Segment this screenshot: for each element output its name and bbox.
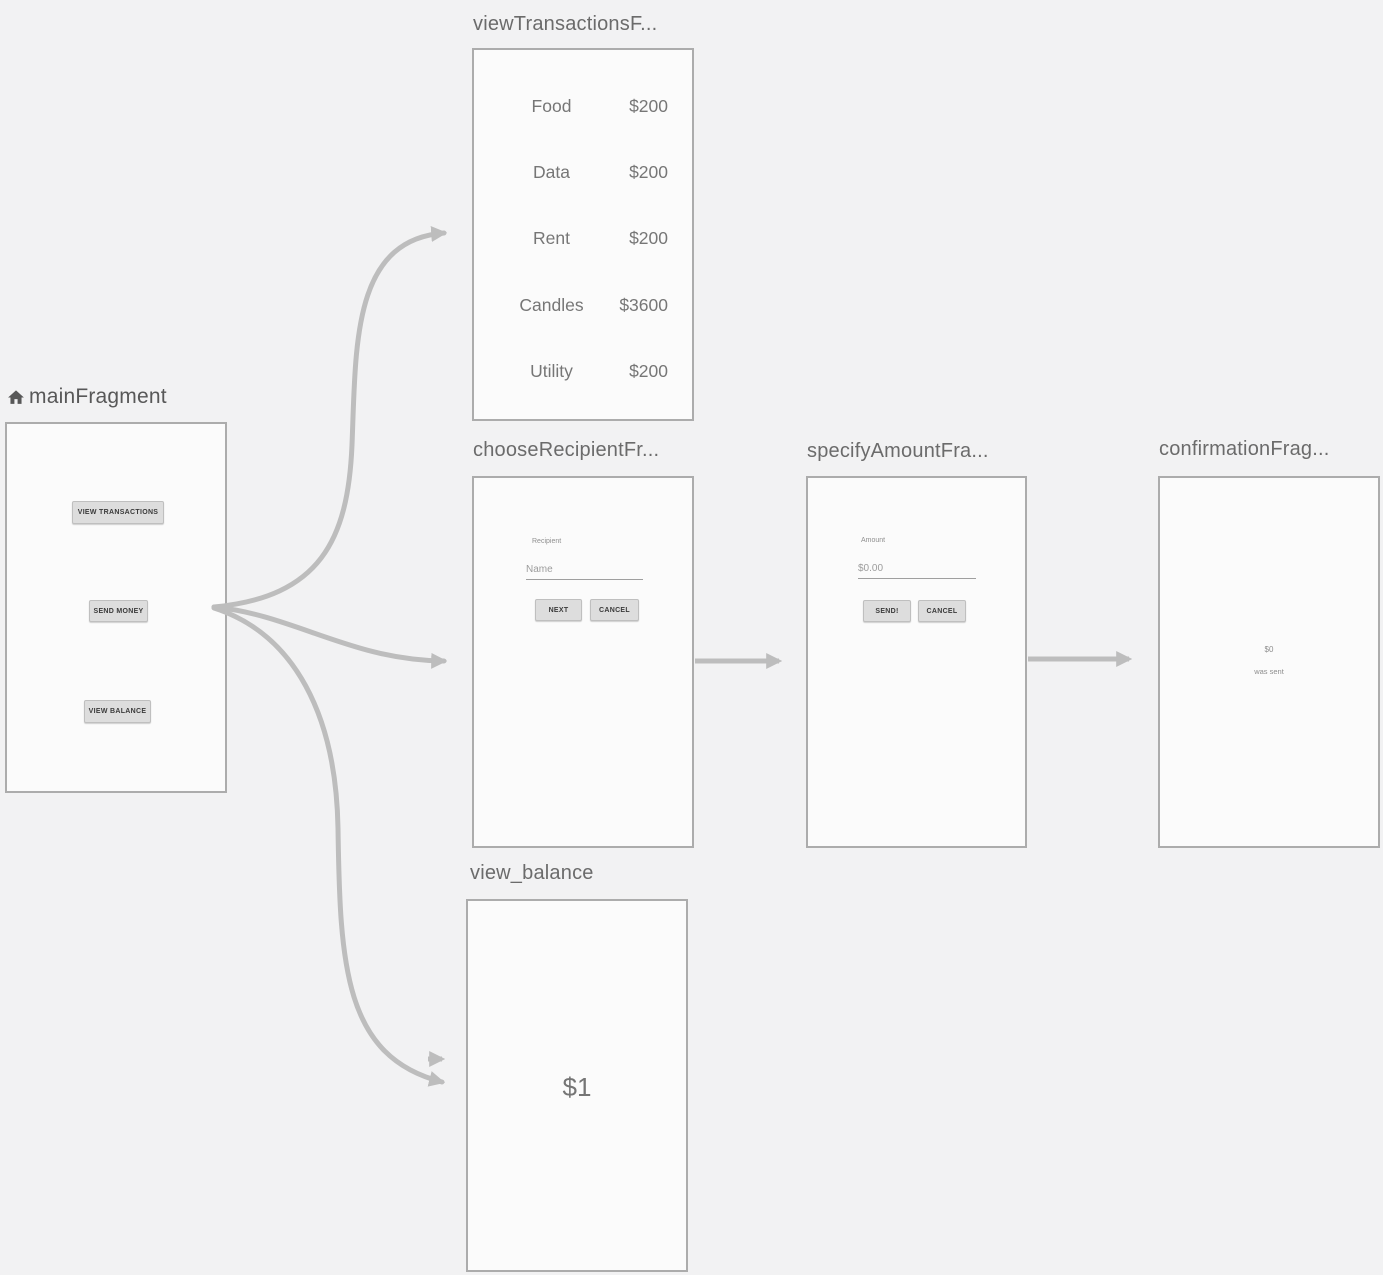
view-transactions-button[interactable]: VIEW TRANSACTIONS xyxy=(72,501,164,524)
fragment-title-confirmation: confirmationFrag... xyxy=(1159,438,1330,460)
fragment-view-transactions-preview[interactable]: Food $200 Data $200 Rent $200 Candles $3… xyxy=(472,48,694,421)
fragment-title-view-transactions: viewTransactionsF... xyxy=(473,13,658,35)
transaction-amount: $200 xyxy=(629,361,668,381)
action-main-to-view-transactions[interactable] xyxy=(211,226,448,610)
cancel-button[interactable]: CANCEL xyxy=(590,599,639,621)
fragment-specify-amount-preview[interactable]: Amount $0.00 SEND! CANCEL xyxy=(806,476,1027,848)
transaction-label: Food xyxy=(531,96,572,116)
fragment-title-main: mainFragment xyxy=(6,385,167,409)
transaction-row: Data $200 xyxy=(474,162,692,183)
input-underline xyxy=(858,578,976,579)
transaction-amount: $3600 xyxy=(619,295,668,315)
recipient-name-input[interactable]: Name xyxy=(526,564,553,575)
send-money-button[interactable]: SEND MONEY xyxy=(89,600,148,622)
confirmation-amount-text: $0 xyxy=(1264,645,1274,654)
transaction-row: Food $200 xyxy=(474,96,692,117)
transaction-row: Rent $200 xyxy=(474,228,692,249)
fragment-title-specify-amount: specifyAmountFra... xyxy=(807,440,989,462)
send-button[interactable]: SEND! xyxy=(863,600,911,622)
transaction-label: Utility xyxy=(530,361,573,381)
fragment-view-balance-preview[interactable]: $1 xyxy=(466,899,688,1272)
fragment-confirmation-preview[interactable]: $0 was sent xyxy=(1158,476,1380,848)
transaction-label: Data xyxy=(533,162,570,182)
fragment-title-choose-recipient: chooseRecipientFr... xyxy=(473,439,660,461)
home-icon xyxy=(6,388,26,407)
transaction-row: Candles $3600 xyxy=(474,295,692,316)
cancel-button[interactable]: CANCEL xyxy=(918,600,966,622)
transaction-label: Candles xyxy=(519,295,584,315)
input-underline xyxy=(526,579,643,580)
view-balance-button[interactable]: VIEW BALANCE xyxy=(84,700,151,723)
next-button[interactable]: NEXT xyxy=(535,599,582,621)
transaction-amount: $200 xyxy=(629,228,668,248)
amount-field-label: Amount xyxy=(861,537,886,544)
confirmation-message-text: was sent xyxy=(1254,667,1284,676)
transaction-amount: $200 xyxy=(629,162,668,182)
action-main-to-choose-recipient[interactable] xyxy=(211,604,448,669)
action-main-to-view-balance[interactable] xyxy=(211,605,446,1087)
transaction-label: Rent xyxy=(533,228,570,248)
transaction-amount: $200 xyxy=(629,96,668,116)
balance-text: $1 xyxy=(562,1072,592,1102)
amount-input[interactable]: $0.00 xyxy=(858,563,884,574)
fragment-choose-recipient-preview[interactable]: Recipient Name NEXT CANCEL xyxy=(472,476,694,848)
fragment-title-label: mainFragment xyxy=(29,385,167,408)
fragment-main-preview[interactable]: VIEW TRANSACTIONS SEND MONEY VIEW BALANC… xyxy=(5,422,227,793)
recipient-field-label: Recipient xyxy=(532,538,562,545)
fragment-title-view-balance: view_balance xyxy=(470,862,594,884)
transaction-row: Utility $200 xyxy=(474,361,692,382)
